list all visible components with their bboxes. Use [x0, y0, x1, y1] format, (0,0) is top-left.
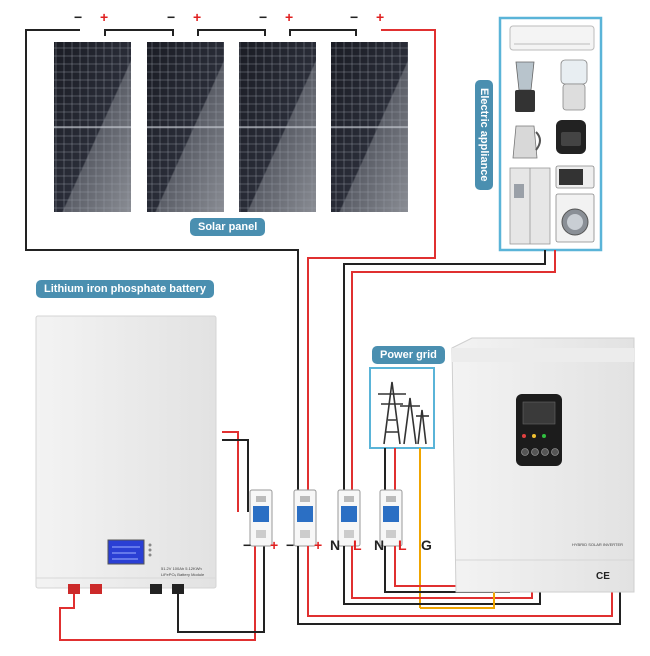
grid-l-mark: L [398, 537, 407, 553]
panel-2-negative: − [167, 9, 176, 25]
pv-negative-mark: − [286, 537, 295, 553]
battery-terminal-2 [90, 584, 102, 594]
panel-4-positive: + [376, 9, 385, 25]
battery-terminal-1 [68, 584, 80, 594]
power-grid-label: Power grid [372, 346, 445, 364]
panel-1-positive: + [100, 9, 109, 25]
air-fryer-icon [556, 120, 586, 154]
breaker-battery [249, 489, 273, 547]
panel-3-negative: − [259, 9, 268, 25]
electric-appliance-label: Electric appliance [475, 80, 493, 190]
load-l-mark: L [353, 537, 362, 553]
panel-4-negative: − [350, 9, 359, 25]
appliance-box [498, 16, 603, 252]
transmission-tower-icon [378, 381, 429, 445]
microwave-icon [555, 165, 595, 189]
battery-wires [59, 431, 265, 641]
ce-mark: CE [596, 571, 610, 582]
solar-panel-label: Solar panel [190, 218, 266, 236]
washing-machine-icon [555, 193, 595, 243]
inverter-screen [522, 401, 556, 425]
battery-spec-line1: 51.2V 100Ah 5.12KWh [161, 566, 202, 571]
load-wires [343, 250, 556, 512]
pv-positive-mark: + [314, 537, 323, 553]
power-grid-box [369, 367, 435, 449]
battery-terminal-3 [150, 584, 162, 594]
solar-panel-4 [331, 42, 408, 212]
panel-1-negative: − [74, 9, 83, 25]
inverter-brand-text: HYBRID SOLAR INVERTER [572, 542, 624, 547]
panel-series-wires [104, 29, 357, 36]
air-conditioner-icon [509, 25, 595, 51]
solar-panel-2 [147, 42, 224, 212]
fridge-icon [509, 167, 551, 245]
battery-positive-mark: + [270, 537, 279, 553]
food-processor-icon [560, 59, 588, 111]
breaker-load [337, 489, 361, 547]
panel-2-positive: + [193, 9, 202, 25]
breaker-pv [293, 489, 317, 547]
blender-icon [515, 61, 535, 112]
inverter-feed-wires [297, 546, 621, 625]
battery-terminal-4 [172, 584, 184, 594]
pv-string-wires [25, 29, 436, 512]
kettle-icon [512, 125, 541, 159]
battery-spec-line2: LiFePO₄ Battery Module [161, 572, 205, 577]
grid-g-mark: G [421, 537, 432, 553]
grid-n-mark: N [374, 537, 385, 553]
battery-label: Lithium iron phosphate battery [36, 280, 214, 298]
battery-unit [35, 315, 217, 594]
solar-panel-1 [54, 42, 131, 212]
inverter-unit [451, 337, 635, 593]
battery-negative-mark: − [243, 537, 252, 553]
load-n-mark: N [330, 537, 341, 553]
solar-panel-3 [239, 42, 316, 212]
breaker-grid [379, 489, 403, 547]
panel-3-positive: + [285, 9, 294, 25]
battery-display [107, 539, 145, 565]
